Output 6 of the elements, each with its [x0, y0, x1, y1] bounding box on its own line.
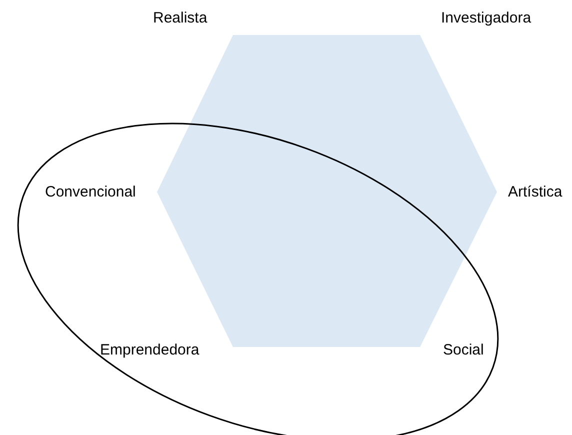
category-label: Emprendedora — [100, 342, 200, 358]
category-label: Realista — [153, 10, 208, 26]
category-label: Artística — [508, 184, 562, 200]
category-label: Social — [443, 342, 484, 358]
category-label: Convencional — [45, 184, 136, 200]
category-label: Investigadora — [441, 10, 532, 26]
